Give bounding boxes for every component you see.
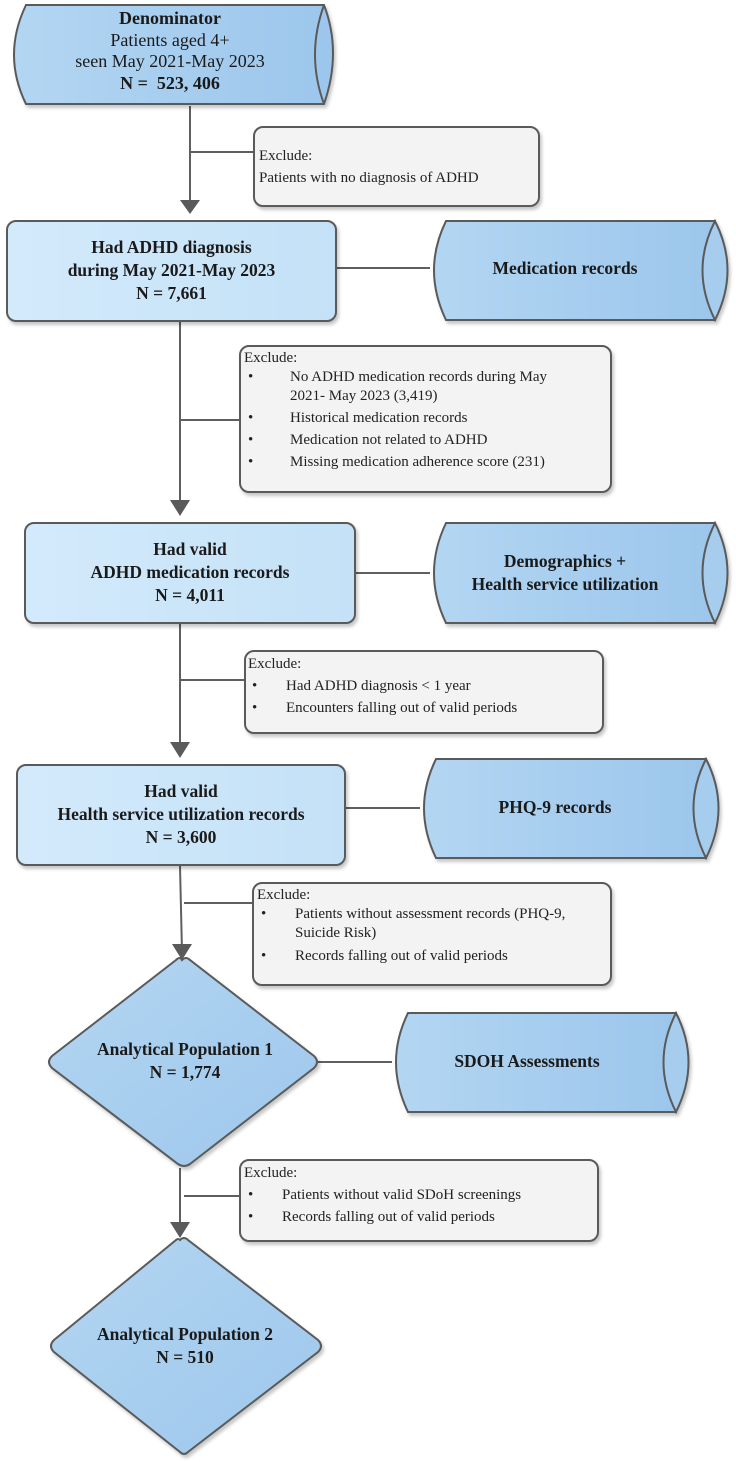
valid-medication-count: N = 4,011 [155,585,225,605]
exclude-box-1 [253,126,540,207]
exclude-title: Exclude: [248,656,302,672]
exclude-text-1: Exclude: Patients with no diagnosis of A… [259,145,539,189]
exclude-item: Patients without assessment records (PHQ… [257,905,607,943]
population1-diamond [48,957,318,1167]
exclude-item: Records falling out of valid periods [244,1206,594,1228]
demographics-label: Demographics + Health service utilizatio… [430,550,700,596]
arrowhead-icon [170,1222,190,1238]
denominator-count: N = 523, 406 [120,72,220,93]
population2-diamond [50,1237,322,1455]
exclude-text-2: Exclude: No ADHD medication records duri… [244,349,604,472]
valid-utilization-line2: Health service utilization records [57,804,305,824]
valid-utilization-node: Had valid Health service utilization rec… [17,780,345,849]
valid-utilization-count: N = 3,600 [145,827,217,847]
population1-node: Analytical Population 1 N = 1,774 [40,1038,330,1084]
population1-count: N = 1,774 [149,1062,221,1082]
adhd-diagnosis-line1: Had ADHD diagnosis [91,237,252,257]
exclude-item: Historical medication records [244,409,604,428]
valid-medication-box [24,522,356,624]
sdoh-cylinder [395,1010,690,1115]
population1-line1: Analytical Population 1 [97,1039,273,1059]
exclude-title: Exclude: [244,350,298,366]
exclude-item: Records falling out of valid periods [257,947,607,966]
exclude-item: No ADHD medication records during May 20… [244,368,604,406]
arrowhead-icon [172,944,192,960]
adhd-diagnosis-count: N = 7,661 [136,283,207,303]
phq9-cylinder [423,756,720,861]
population2-line1: Analytical Population 2 [97,1324,273,1344]
population2-node: Analytical Population 2 N = 510 [40,1323,330,1369]
medication-records-label: Medication records [492,258,638,278]
valid-medication-line1: Had valid [153,539,227,559]
exclude-text-3: Exclude: Had ADHD diagnosis < 1 year Enc… [248,653,598,719]
demographics-line1: Demographics + [503,551,627,571]
connector-utilization-to-population1 [179,865,183,953]
denominator-line1: Patients aged 4+ [110,29,230,50]
arrowhead-icon [180,200,200,214]
arrowheads [170,200,200,1238]
valid-medication-line2: ADHD medication records [90,562,290,582]
denominator-title: Denominator [119,8,221,28]
denominator-line2: seen May 2021-May 2023 [75,51,265,72]
exclude-item: Medication not related to ADHD [244,431,604,450]
medication-records-cylinder [433,218,729,323]
denominator-shape [13,4,334,105]
adhd-diagnosis-box [6,220,337,322]
population2-count: N = 510 [156,1347,214,1367]
exclude-title: Exclude: [257,887,311,903]
sdoh-label: SDOH Assessments [454,1051,600,1071]
valid-medication-node: Had valid ADHD medication records N = 4,… [25,538,355,607]
exclude-text-4: Exclude: Patients without assessment rec… [257,886,607,966]
exclude-item: Had ADHD diagnosis < 1 year [248,675,598,697]
exclude-title: Exclude: [259,148,313,164]
denominator-node: Denominator Patients aged 4+ seen May 20… [20,8,320,94]
phq9-label: PHQ-9 records [498,797,612,817]
exclude-item: Missing medication adherence score (231) [244,453,604,472]
main-flow-connectors [179,106,430,1228]
arrowhead-icon [170,500,190,516]
valid-utilization-line1: Had valid [144,781,218,801]
exclude-title: Exclude: [244,1165,298,1181]
arrowhead-icon [170,742,190,758]
valid-utilization-box [16,764,346,866]
adhd-diagnosis-node: Had ADHD diagnosis during May 2021-May 2… [7,236,336,305]
demographics-line2: Health service utilization [471,574,659,594]
exclude-item: Patients without valid SDoH screenings [244,1184,594,1206]
adhd-diagnosis-line2: during May 2021-May 2023 [67,260,276,280]
exclude-item: Patients with no diagnosis of ADHD [259,170,479,186]
exclude-item: Encounters falling out of valid periods [248,697,598,719]
demographics-cylinder [433,520,729,626]
exclude-text-5: Exclude: Patients without valid SDoH scr… [244,1162,594,1228]
